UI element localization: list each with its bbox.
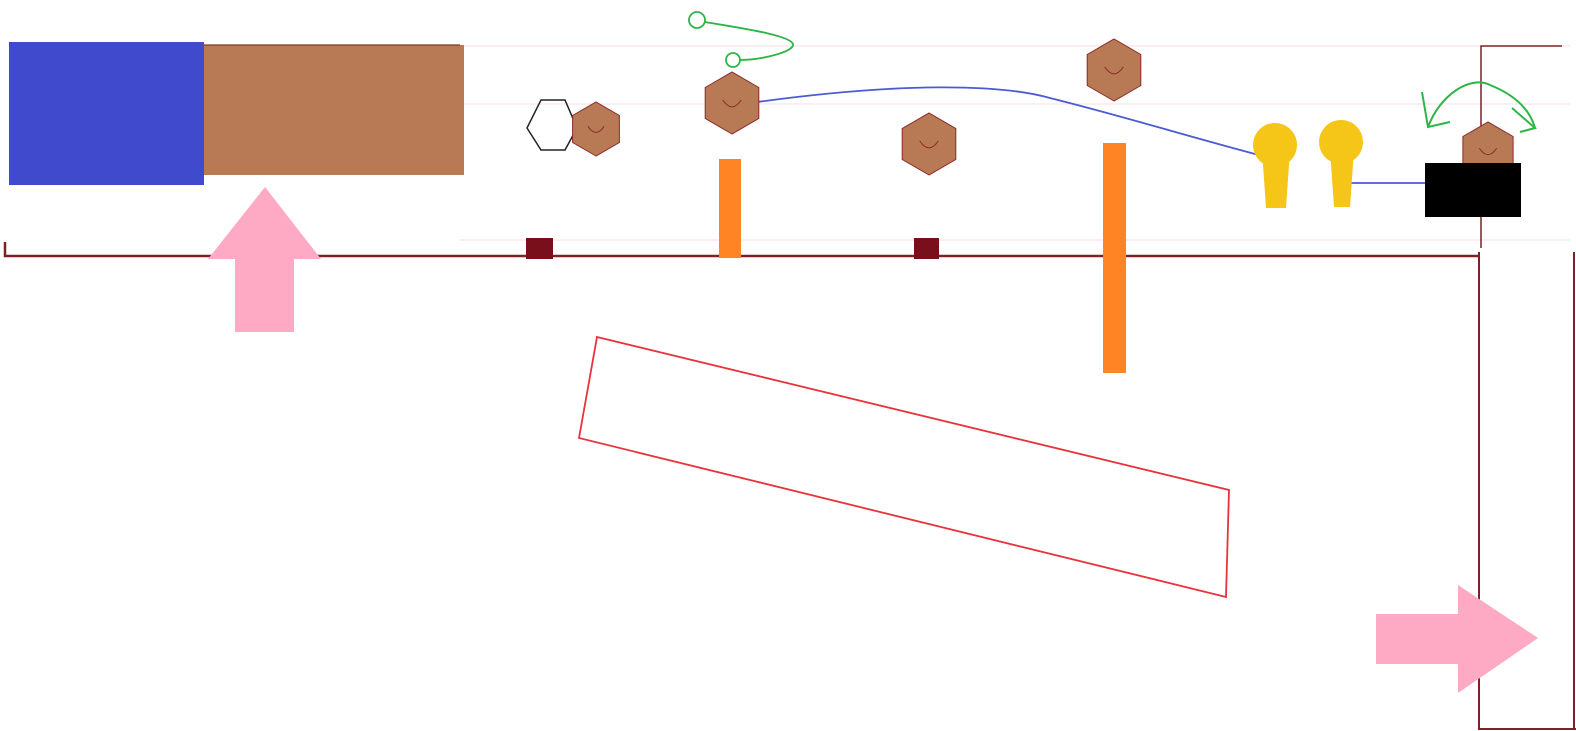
orange-post[interactable] — [1103, 143, 1126, 373]
hex-nut-icon[interactable] — [704, 71, 760, 135]
hex-nut-icon[interactable] — [901, 112, 957, 176]
floor — [3, 242, 1479, 258]
orange-post[interactable] — [719, 159, 741, 258]
player-block[interactable] — [9, 42, 204, 185]
pin-icon[interactable] — [1319, 120, 1363, 207]
arrow-right-icon[interactable] — [1376, 585, 1538, 693]
hex-nut-icon[interactable] — [1086, 38, 1142, 102]
wood-block[interactable] — [204, 44, 464, 175]
hex-nut-icon[interactable] — [572, 101, 620, 157]
hex-nuts — [572, 38, 1514, 181]
pin-icon[interactable] — [1253, 123, 1297, 208]
rope — [749, 86, 1427, 184]
floor-peg — [914, 238, 939, 259]
hex-outline-icon — [526, 99, 578, 151]
rotate-icon[interactable] — [1421, 81, 1538, 133]
guide-lines — [460, 45, 1570, 241]
red-outline-plank[interactable] — [577, 335, 1230, 599]
arrow-up-icon[interactable] — [208, 187, 321, 332]
hook-icon[interactable] — [688, 11, 794, 68]
black-block[interactable] — [1425, 163, 1521, 217]
floor-peg — [526, 238, 553, 259]
